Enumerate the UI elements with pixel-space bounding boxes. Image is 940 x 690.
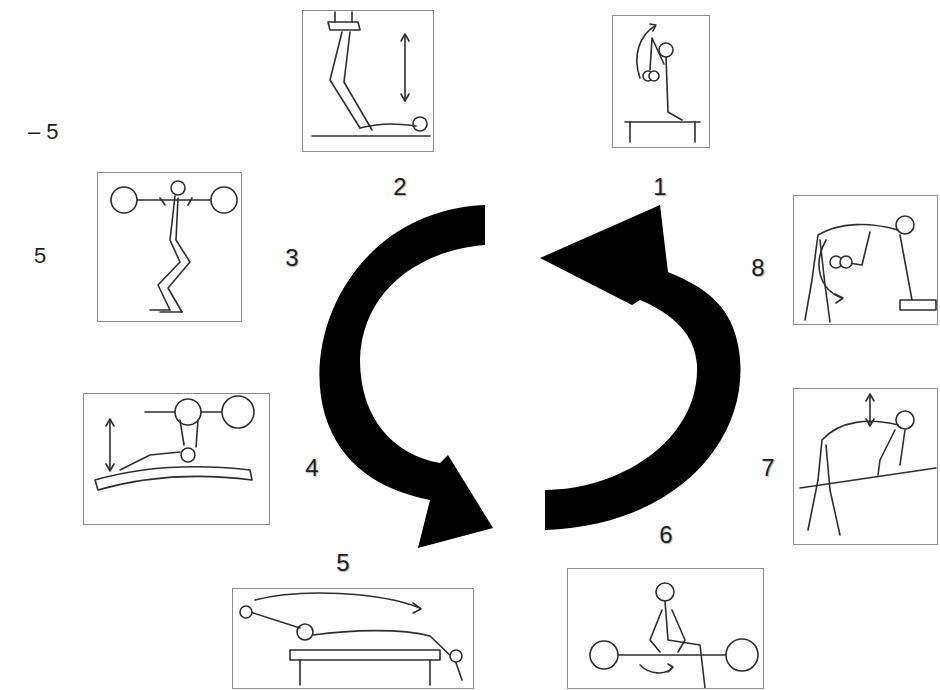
exercise-sketch	[590, 583, 758, 688]
exercise-picture: 8	[793, 195, 938, 325]
exercise-picture: 4	[83, 393, 270, 525]
exercise-sketch	[805, 216, 936, 322]
cycle-arrow	[319, 205, 493, 548]
exercise-sketch	[800, 394, 936, 535]
exercise-sketch	[111, 181, 237, 312]
step-number: 6	[657, 522, 674, 548]
exercise-picture: 6	[567, 568, 764, 689]
side-number: 5	[34, 244, 46, 268]
exercise-picture: 7	[793, 388, 938, 545]
exercise-picture: 2	[302, 10, 434, 152]
exercise-picture: 5	[232, 588, 474, 689]
exercise-sketch	[312, 12, 430, 136]
step-number: 7	[759, 455, 776, 481]
cycle-arrow	[540, 205, 741, 530]
step-number: 3	[283, 245, 300, 271]
side-number: – 5	[28, 120, 59, 144]
exercise-sketch	[240, 593, 462, 685]
exercise-sketch	[95, 396, 254, 490]
exercise-picture: 3	[97, 172, 242, 322]
exercise-sketch	[625, 24, 700, 142]
step-number: 2	[391, 174, 408, 200]
step-number: 1	[651, 174, 668, 200]
step-number: 5	[334, 550, 351, 576]
step-number: 8	[749, 255, 766, 281]
exercise-picture: 1	[612, 15, 710, 148]
step-number: 4	[303, 455, 320, 481]
